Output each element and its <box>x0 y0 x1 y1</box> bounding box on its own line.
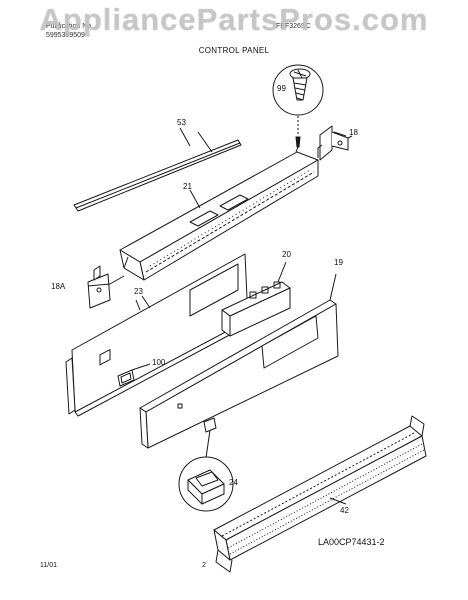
leader-18a <box>88 284 110 286</box>
callout-53: 53 <box>177 118 186 127</box>
callout-19: 19 <box>334 258 343 267</box>
footer-date: 11/01 <box>40 562 57 569</box>
callout-100: 100 <box>152 358 166 367</box>
diagram-title: CONTROL PANEL <box>198 46 270 55</box>
button-part-100 <box>118 364 150 386</box>
switch-callout-circle <box>179 457 233 511</box>
bracket-part-18a <box>88 266 124 308</box>
screw-part-99 <box>296 116 300 147</box>
leader-18 <box>334 132 346 136</box>
leader-21 <box>190 190 200 208</box>
callout-42: 42 <box>340 506 349 515</box>
control-board-part-20 <box>222 262 290 336</box>
header-publication-label: Publication No. <box>46 23 94 30</box>
bracket-part-18 <box>318 126 352 160</box>
callout-18a: 18A <box>51 282 66 291</box>
rocker-switch-part-24 <box>204 418 216 458</box>
lower-grille-part-42 <box>214 416 426 572</box>
header-publication-number: 5995389509 <box>46 32 85 39</box>
front-overlay-part-19 <box>140 274 338 448</box>
callout-23: 23 <box>134 287 143 296</box>
callout-99: 99 <box>277 84 286 93</box>
callout-20: 20 <box>282 250 291 259</box>
callout-18: 18 <box>349 128 358 137</box>
screw-callout-circle <box>273 65 323 115</box>
footer-page-number: 2 <box>202 562 206 569</box>
leader-53 <box>180 128 190 146</box>
callout-21: 21 <box>183 182 192 191</box>
console-frame-part-21 <box>120 147 318 280</box>
trim-rod-part-53 <box>74 132 241 211</box>
diagram-code: LA00CP74431-2 <box>318 537 385 547</box>
header-model-number: FEF326SC <box>276 23 311 30</box>
leader-23 <box>142 296 150 308</box>
callout-24: 24 <box>229 478 238 487</box>
watermark-logo: AppliancePartsPros.com <box>39 2 429 37</box>
